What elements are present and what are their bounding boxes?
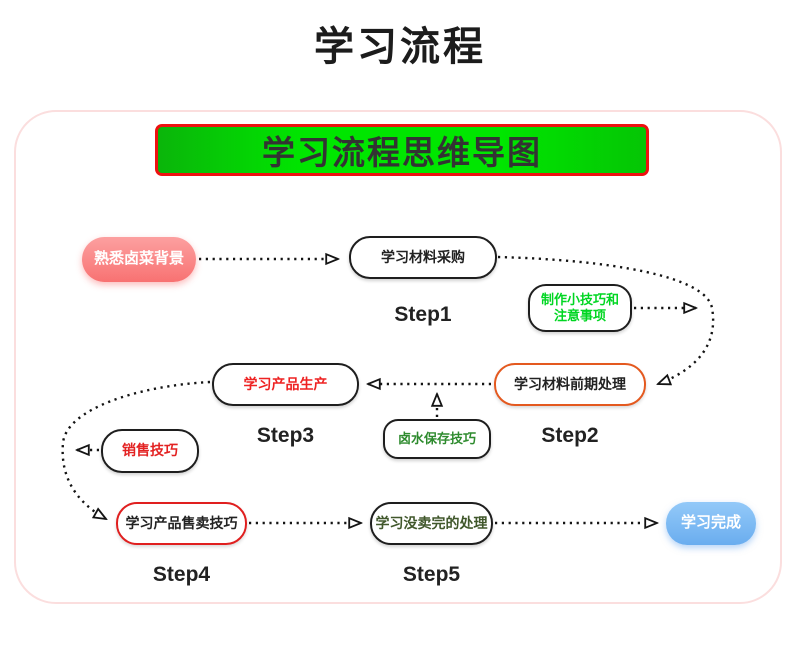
node-step4: 学习产品售卖技巧 [116, 502, 247, 545]
step2-label: Step2 [541, 424, 599, 447]
node-done: 学习完成 [666, 502, 756, 545]
step1-label: Step1 [394, 303, 452, 326]
banner-title: 学习流程思维导图 [262, 134, 542, 171]
page-title: 学习流程 [314, 25, 486, 69]
node-sales-skills: 销售技巧 [101, 429, 199, 473]
step4-label: Step4 [152, 563, 211, 586]
mindmap-banner: 学习流程思维导图 [155, 124, 649, 176]
step5-label: Step5 [402, 563, 461, 586]
node-step3: 学习产品生产 [212, 363, 359, 406]
node-step1: 学习材料采购 [349, 236, 497, 279]
node-step2: 学习材料前期处理 [494, 363, 646, 406]
node-making-tips: 制作小技巧和 注意事项 [528, 284, 632, 332]
step3-label: Step3 [256, 424, 315, 447]
making-tips-line2: 注意事项 [553, 308, 606, 323]
node-brine-tips: 卤水保存技巧 [383, 419, 491, 459]
node-step5: 学习没卖完的处理 [370, 502, 493, 545]
node-background: 熟悉卤菜背景 [82, 237, 196, 282]
making-tips-line1: 制作小技巧和 [540, 291, 619, 307]
